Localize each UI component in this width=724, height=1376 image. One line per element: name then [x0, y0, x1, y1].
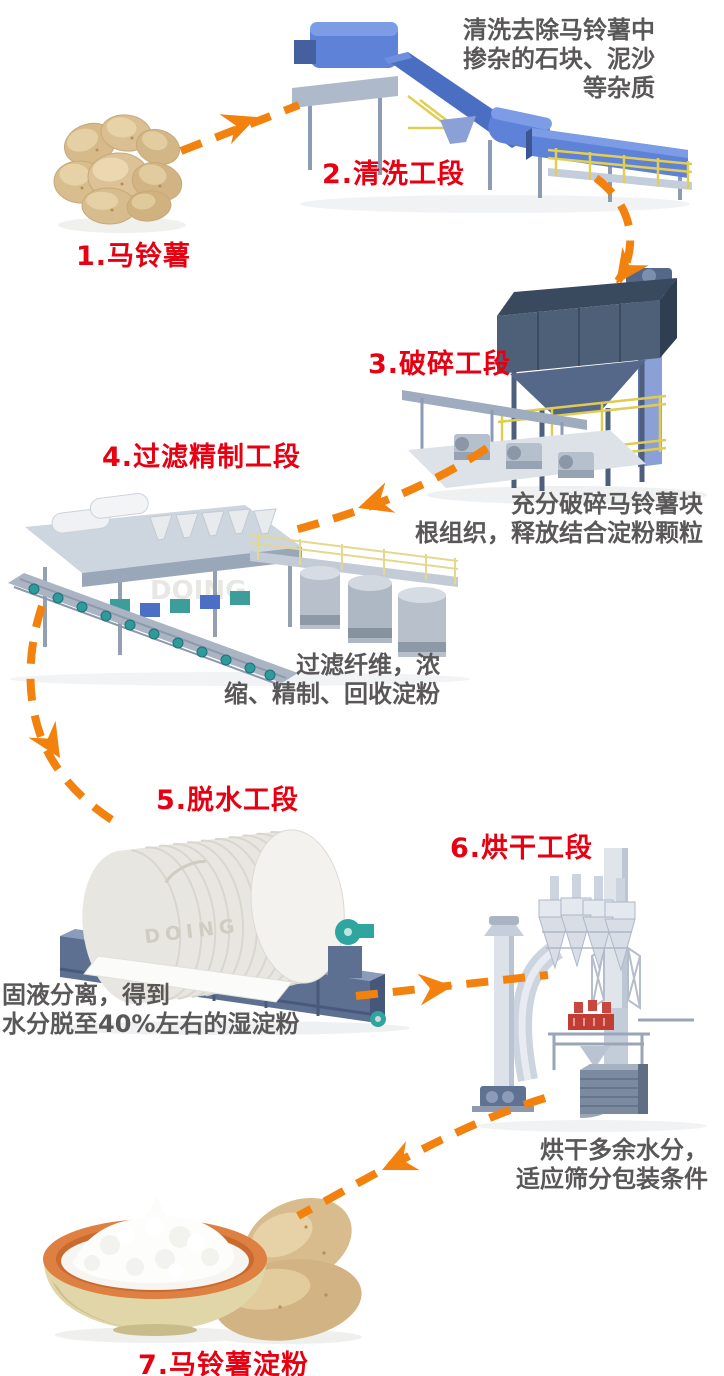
drying-description-line-2: 适应筛分包装条件 [516, 1165, 708, 1193]
potato-starch-product-image [43, 1195, 362, 1344]
crushing-machine-illustration [402, 262, 712, 511]
washing-description-line-3: 等杂质 [583, 74, 655, 102]
dewatering-machine-image: DOING [50, 829, 410, 1035]
filtering-description: 过滤纤维，浓 缩、精制、回收淀粉 [224, 651, 440, 709]
step-label-washing: 2.清洗工段 [322, 159, 466, 190]
dewatering-description: 固液分离，得到 水分脱至40%左右的湿淀粉 [2, 981, 299, 1039]
washing-description-line-2: 掺杂的石块、泥沙 [463, 45, 655, 73]
drying-machine-illustration [442, 848, 718, 1140]
step-label-dewatering: 5.脱水工段 [156, 785, 300, 816]
crushing-description-line-1: 充分破碎马铃薯块 [511, 490, 703, 518]
arrowhead-6 [382, 1141, 420, 1171]
filtering-description-line-1: 过滤纤维，浓 [296, 651, 440, 679]
step-label-drying: 6.烘干工段 [450, 833, 594, 864]
step-label-filtering: 4.过滤精制工段 [102, 442, 302, 473]
potato-starch-product-illustration [30, 1183, 372, 1350]
step-label-starch: 7.马铃薯淀粉 [138, 1350, 310, 1376]
washing-description: 清洗去除马铃薯中 掺杂的石块、泥沙 等杂质 [463, 16, 655, 103]
potatoes-illustration [52, 100, 202, 239]
potatoes-image [53, 114, 186, 233]
washing-description-line-1: 清洗去除马铃薯中 [463, 16, 655, 44]
drying-machine-image [472, 848, 707, 1132]
crushing-description-line-2: 根组织，释放结合淀粉颗粒 [415, 519, 703, 547]
dewatering-description-line-1: 固液分离，得到 [2, 981, 170, 1009]
step-label-crushing: 3.破碎工段 [368, 349, 512, 380]
drying-description-line-1: 烘干多余水分， [540, 1136, 708, 1164]
drying-description: 烘干多余水分， 适应筛分包装条件 [516, 1136, 708, 1194]
step-label-potato: 1.马铃薯 [76, 241, 192, 272]
arrowhead-1 [219, 114, 257, 145]
dewatering-description-line-2: 水分脱至40%左右的湿淀粉 [2, 1010, 300, 1038]
crushing-machine-image [402, 268, 707, 504]
crushing-description: 充分破碎马铃薯块 根组织，释放结合淀粉颗粒 [415, 490, 703, 548]
filtering-description-line-2: 缩、精制、回收淀粉 [224, 680, 440, 708]
arrowhead-4 [28, 720, 60, 758]
dewatering-machine-illustration: DOING [40, 806, 420, 1040]
